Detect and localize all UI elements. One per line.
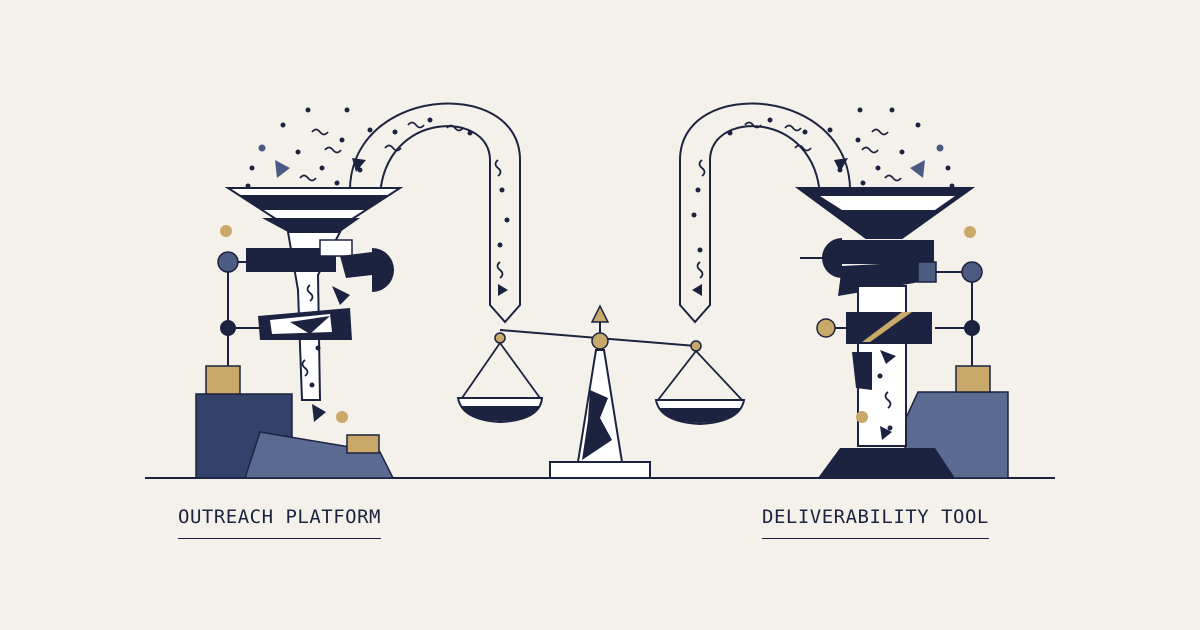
right-particle-squiggles	[861, 128, 902, 182]
right-arc-squiggles	[696, 121, 812, 279]
left-particle-cloud	[245, 107, 373, 189]
left-particle-squiggles	[299, 128, 342, 182]
right-machine	[794, 187, 1009, 479]
deliverability-tool-label: DELIVERABILITY TOOL	[762, 506, 989, 539]
left-gold-dot-top	[220, 225, 232, 237]
balance-scale-icon	[456, 304, 746, 479]
left-gold-block	[205, 365, 241, 395]
outreach-platform-label: OUTREACH PLATFORM	[178, 506, 381, 539]
left-connector-node-dark	[220, 320, 236, 336]
right-gold-node	[816, 318, 836, 338]
left-arc-squiggles	[384, 121, 504, 279]
left-connector-node-icon	[217, 251, 239, 273]
right-connector-node-dark	[964, 320, 980, 336]
left-arc-particles	[392, 117, 510, 296]
right-arc-particles	[691, 117, 808, 296]
right-base-dark	[818, 448, 955, 478]
left-gold-block-small	[346, 434, 380, 454]
right-funnel-icon	[794, 187, 976, 239]
left-connector-lines	[227, 261, 270, 366]
right-connector-node-icon	[961, 261, 983, 283]
right-gold-block	[955, 365, 991, 393]
left-arc-conveyor-icon	[348, 102, 521, 324]
right-gold-dot-top	[964, 226, 976, 238]
left-machine	[195, 187, 404, 479]
left-base-wedge	[243, 431, 395, 479]
right-arc-conveyor-icon	[679, 102, 852, 324]
